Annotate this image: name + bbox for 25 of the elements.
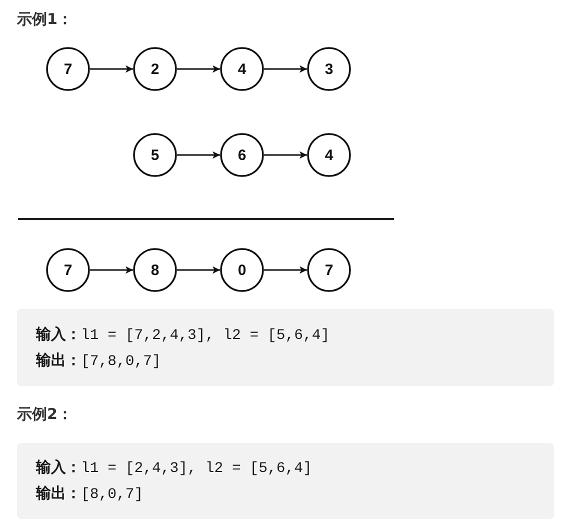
list-node-circle: 7 xyxy=(46,248,90,292)
arrow xyxy=(90,266,133,274)
arrow xyxy=(264,266,307,274)
code-line: 输入：l1 = [2,4,3], l2 = [5,6,4] xyxy=(36,458,312,477)
arrow xyxy=(177,266,220,274)
arrow xyxy=(264,65,307,73)
list-node-circle: 7 xyxy=(46,47,90,91)
list-node-circle: 8 xyxy=(133,248,177,292)
code-line: 输出：[7,8,0,7] xyxy=(36,351,161,370)
arrow xyxy=(177,65,220,73)
list-node-circle: 0 xyxy=(220,248,264,292)
list-node-circle: 3 xyxy=(307,47,351,91)
list-node-circle: 2 xyxy=(133,47,177,91)
code-line: 输入：l1 = [7,2,4,3], l2 = [5,6,4] xyxy=(36,325,330,344)
list-node-circle: 4 xyxy=(307,133,351,177)
list-node-circle: 6 xyxy=(220,133,264,177)
code-line: 输出：[8,0,7] xyxy=(36,484,144,503)
list-node-circle: 4 xyxy=(220,47,264,91)
arrow xyxy=(177,151,220,159)
arrow xyxy=(90,65,133,73)
example-heading: 示例2： xyxy=(17,405,72,424)
arrow xyxy=(264,151,307,159)
list-node-circle: 7 xyxy=(307,248,351,292)
example-heading: 示例1： xyxy=(17,10,72,29)
list-node-circle: 5 xyxy=(133,133,177,177)
